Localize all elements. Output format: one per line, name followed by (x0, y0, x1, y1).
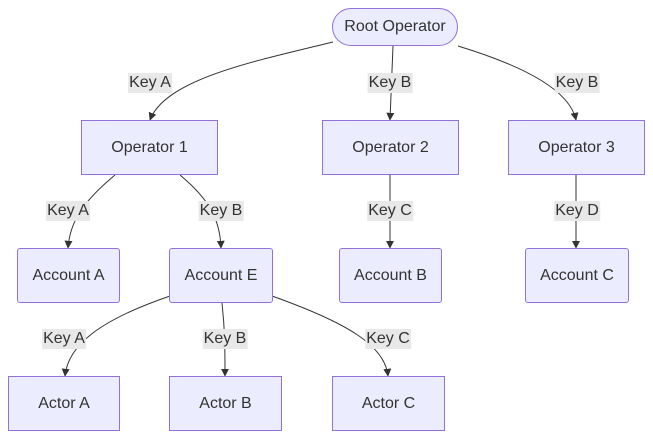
node-account-e: Account E (169, 248, 273, 303)
edge-label-root-op1: Key A (128, 73, 172, 93)
node-operator-2: Operator 2 (322, 120, 459, 175)
edge-label-accE-actB: Key B (202, 329, 248, 349)
node-account-a: Account A (17, 248, 120, 303)
node-operator-3: Operator 3 (508, 120, 645, 175)
node-actor-b: Actor B (169, 376, 282, 431)
edge-label-op2-accB: Key C (367, 201, 413, 221)
edge-root-op3 (457, 45, 579, 121)
edge-label-root-op2: Key B (367, 73, 413, 93)
node-root-operator: Root Operator (332, 8, 458, 46)
node-account-b: Account B (339, 248, 442, 303)
edge-root-op1 (148, 41, 334, 121)
node-actor-a: Actor A (8, 376, 120, 431)
edge-label-accE-actA: Key A (42, 329, 86, 349)
edge-label-op3-accC: Key D (554, 201, 600, 221)
edge-label-op1-accA: Key A (46, 201, 90, 221)
edge-accE-actA (61, 295, 171, 377)
edge-label-accE-actC: Key C (365, 329, 411, 349)
node-operator-1: Operator 1 (81, 120, 218, 175)
node-actor-c: Actor C (332, 376, 445, 431)
edge-accE-actC (271, 295, 392, 377)
edge-label-op1-accE: Key B (198, 201, 244, 221)
edge-label-root-op3: Key B (554, 73, 600, 93)
node-account-c: Account C (525, 248, 629, 303)
